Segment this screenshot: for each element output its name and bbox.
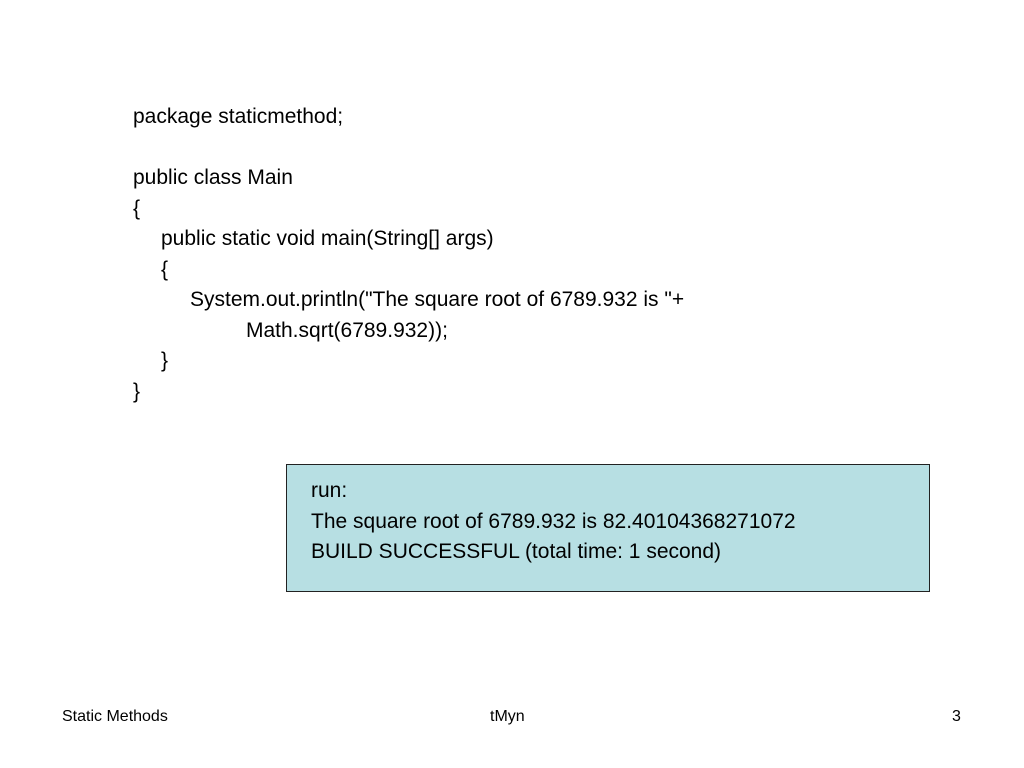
code-line-println: System.out.println("The square root of 6… — [190, 288, 685, 311]
code-line-main-close-brace: } — [161, 349, 169, 372]
console-output-text: run: The square root of 6789.932 is 82.4… — [311, 476, 796, 568]
code-line-main-open-brace: { — [161, 257, 169, 281]
code-line-package: package staticmethod; — [133, 105, 344, 128]
console-output-box: run: The square root of 6789.932 is 82.4… — [286, 464, 930, 592]
code-line-class-open-brace: { — [133, 196, 141, 220]
output-line-run: run: — [311, 479, 348, 502]
code-line-class-decl: public class Main — [133, 166, 293, 189]
slide-number: 3 — [952, 708, 961, 725]
footer-title: Static Methods — [62, 708, 168, 725]
code-listing: package staticmethod; public class Main … — [133, 102, 684, 407]
code-line-blank — [133, 133, 684, 164]
code-line-sqrt: Math.sqrt(6789.932)); — [246, 318, 448, 342]
code-line-main-decl: public static void main(String[] args) — [161, 227, 494, 250]
output-line-result: The square root of 6789.932 is 82.401043… — [311, 509, 796, 533]
code-line-class-close-brace: } — [133, 379, 141, 403]
footer-author: tMyn — [490, 708, 525, 725]
output-line-build-status: BUILD SUCCESSFUL (total time: 1 second) — [311, 540, 722, 563]
